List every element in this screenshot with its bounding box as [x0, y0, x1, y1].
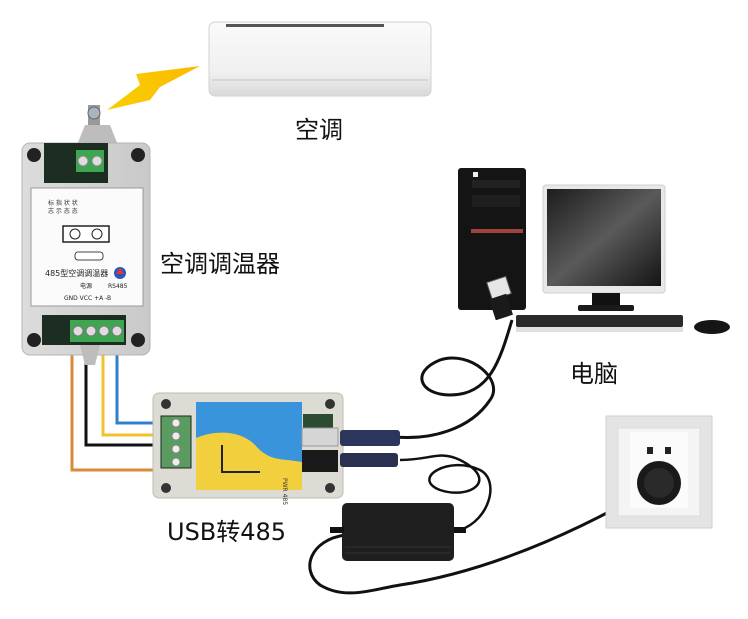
thermostat-label: 空调调温器 [160, 250, 280, 278]
converter-side-label: PWR 485 [281, 478, 288, 505]
keyboard [516, 315, 683, 332]
up-button-icon [69, 228, 81, 240]
wall-outlet [605, 415, 713, 529]
wire-orange [70, 345, 155, 472]
ac-vent [226, 24, 384, 27]
wire-yellow [101, 345, 160, 437]
rs485-group-label: RS485 [108, 283, 128, 290]
usb-converter-label: USB转485 [167, 518, 287, 546]
usb-to-485-converter: PWR 485 [152, 392, 400, 505]
dc-plug [340, 453, 398, 467]
wire-blue [115, 345, 160, 425]
thermostat-product-name: 485型空调调温器 [45, 268, 108, 278]
down-button-icon [91, 228, 103, 240]
svg-text:标 指 状 状: 标 指 状 状 [48, 199, 78, 207]
svg-text:志 示 态 态: 志 示 态 态 [48, 207, 78, 215]
monitor [542, 184, 666, 311]
terminal-labels: GND VCC +A -B [64, 295, 111, 302]
computer [458, 168, 730, 334]
computer-label: 电脑 [570, 360, 618, 388]
mouse [694, 320, 730, 334]
rs485-cable [70, 345, 160, 472]
infrared-signal-icon [107, 66, 200, 110]
power-adapter [330, 503, 466, 561]
ac-power-cord [308, 478, 666, 595]
air-conditioner-label: 空调 [295, 116, 343, 144]
wire-black [84, 345, 160, 447]
air-conditioner [208, 21, 432, 97]
thermostat-device: 标 指 状 状 志 示 态 态 485型空调调温器 电源 RS485 GND V… [21, 105, 151, 365]
power-group-label: 电源 [80, 282, 92, 290]
dc-cable [399, 454, 492, 532]
usb-plug [340, 430, 400, 446]
usb-cable [394, 319, 514, 439]
